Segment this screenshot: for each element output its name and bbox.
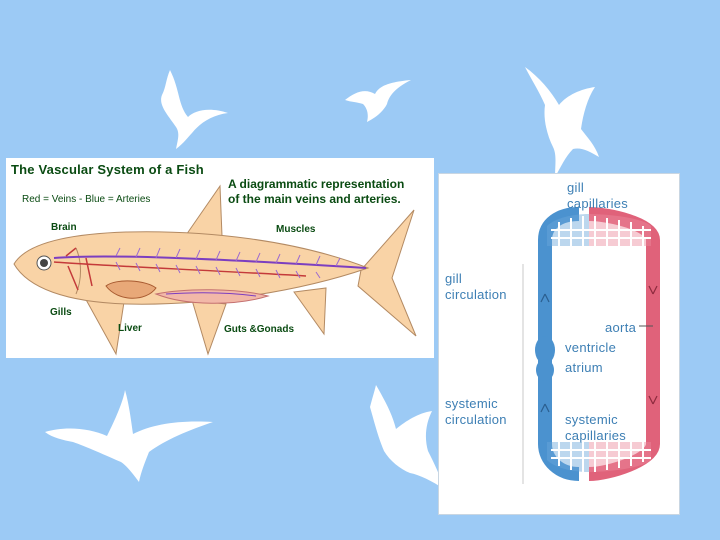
description-line-1: A diagrammatic representation bbox=[228, 177, 433, 192]
label-gill-circulation: gill circulation bbox=[445, 271, 507, 303]
label-systemic-capillaries-line2: capillaries bbox=[565, 428, 626, 444]
seagull-silhouette-1 bbox=[140, 65, 230, 155]
description-line-2: of the main veins and arteries. bbox=[228, 192, 433, 207]
label-gill-capillaries: gill capillaries bbox=[567, 180, 628, 212]
label-systemic-circulation: systemic circulation bbox=[445, 396, 507, 428]
fish-diagram-description: A diagrammatic representation of the mai… bbox=[228, 177, 433, 207]
label-gill-capillaries-line1: gill bbox=[567, 180, 628, 196]
label-gill-circulation-line1: gill bbox=[445, 271, 507, 287]
label-systemic-circulation-line1: systemic bbox=[445, 396, 507, 412]
label-liver: Liver bbox=[118, 323, 142, 334]
seagull-silhouette-6 bbox=[370, 385, 445, 495]
label-aorta: aorta bbox=[605, 320, 636, 336]
fish-vascular-diagram: The Vascular System of a Fish Red = Vein… bbox=[6, 158, 434, 358]
label-gill-capillaries-line2: capillaries bbox=[567, 196, 628, 212]
seagull-silhouette-5 bbox=[45, 390, 215, 490]
seagull-silhouette-2 bbox=[345, 80, 415, 125]
label-systemic-capillaries: systemic capillaries bbox=[565, 412, 626, 444]
label-ventricle: ventricle bbox=[565, 340, 616, 356]
fish-diagram-legend: Red = Veins - Blue = Arteries bbox=[22, 194, 150, 205]
seagull-silhouette-3 bbox=[525, 65, 615, 180]
label-brain: Brain bbox=[51, 222, 77, 233]
label-systemic-capillaries-line1: systemic bbox=[565, 412, 626, 428]
label-muscles: Muscles bbox=[276, 224, 315, 235]
label-systemic-circulation-line2: circulation bbox=[445, 412, 507, 428]
label-guts-gonads: Guts &Gonads bbox=[224, 324, 294, 335]
circulation-loop-illustration bbox=[439, 174, 679, 514]
fish-diagram-title: The Vascular System of a Fish bbox=[11, 162, 204, 177]
label-gill-circulation-line2: circulation bbox=[445, 287, 507, 303]
circulation-diagram: gill capillaries gill circulation aorta … bbox=[438, 173, 680, 515]
label-gills: Gills bbox=[50, 307, 72, 318]
label-atrium: atrium bbox=[565, 360, 603, 376]
